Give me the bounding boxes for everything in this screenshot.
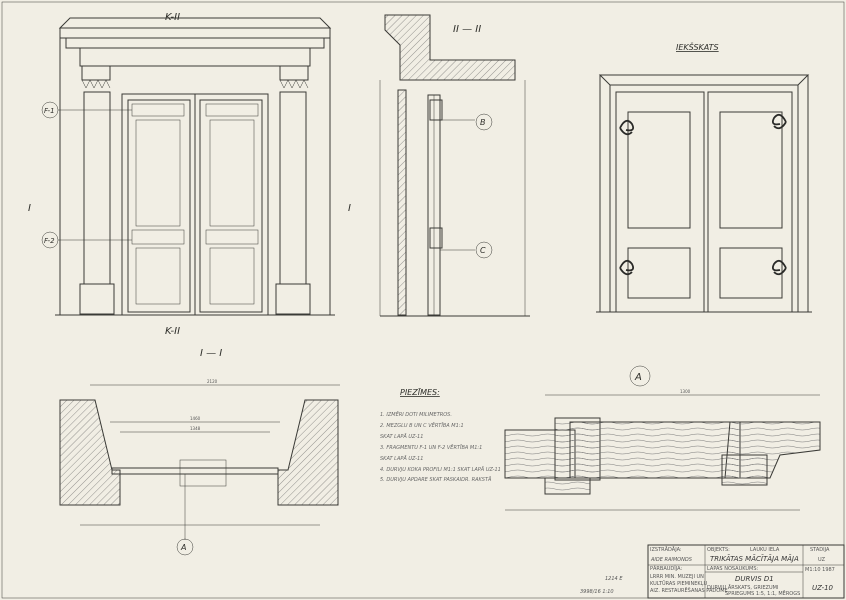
note-item: 1. IZMĒRI DOTI MILIMETROS. <box>380 411 452 418</box>
object-name: TRIKĀTAS MĀCĪTĀJA MĀJA <box>710 554 799 563</box>
sheet-name-label: LAPAS NOSAUKUMS: <box>707 566 759 572</box>
detail-marker: A <box>634 372 642 383</box>
date: M1:10 1987 <box>805 567 835 573</box>
cut-label-bottom: K-II <box>165 326 180 337</box>
dim-detail: 1300 <box>680 389 691 394</box>
dim-mid: 1348 <box>190 426 201 431</box>
sheet-desc2: SPRIEGUMS 1:5, 1:1, MĒROGS <box>725 590 800 597</box>
sheet-desc: DURVJU ĀRSKATS, GRIEZUMI <box>707 584 778 591</box>
dim-overall: 2120 <box>207 379 218 384</box>
note-item: 2. MEZGLU B UN C VĒRTĪBA M1:1 <box>380 422 464 429</box>
node-b-label: B <box>480 118 486 127</box>
dim-inner: 1460 <box>190 416 201 421</box>
checked-label: PĀRBAUDĪJA: <box>650 565 682 572</box>
note-item: 5. DURVJU APDARE SKAT PASKAIDR. RAKSTĀ <box>380 476 492 483</box>
object-label: OBJEKTS: <box>707 547 730 553</box>
sheet-name: DURVIS D1 <box>735 575 774 583</box>
archive-stamp-1: 1214 E <box>605 576 623 582</box>
node-c-label: C <box>480 246 486 255</box>
fragment-f1-label: F-1 <box>44 107 55 115</box>
checked-line: LRRR MIN. MUZEJI UN <box>650 574 704 580</box>
note-item: 4. DURVJU KOKA PROFILI M1:1 SKAT LAPĀ UZ… <box>380 466 501 473</box>
title-block: IZSTRĀDĀJA: AIDE RAIMONDS PĀRBAUDĪJA: LR… <box>580 544 845 599</box>
object-place: LAUKU IELA <box>750 547 780 553</box>
cut-label-left: I <box>28 203 31 214</box>
note-item: SKAT LAPĀ UZ-11 <box>380 455 423 462</box>
section-ii: II — II B C I <box>348 14 530 317</box>
note-item: SKAT LAPĀ UZ-11 <box>380 433 423 440</box>
detail-a: A 1300 <box>504 365 821 511</box>
plan-i: I — I 2120 1460 1348 A <box>59 348 340 556</box>
plan-title: I — I <box>200 348 222 359</box>
notes: PIEZĪMES: 1. IZMĒRI DOTI MILIMETROS. 2. … <box>380 387 501 483</box>
stage-label: STADIJA <box>810 547 830 553</box>
checked-line: AIZ. RESTAURĒŠANAS PADOME <box>650 587 728 594</box>
sheet-number: UZ-10 <box>812 584 834 592</box>
checked-line: KULTŪRAS PIEMINEKĻU <box>650 580 707 587</box>
author: AIDE RAIMONDS <box>650 557 693 563</box>
author-label: IZSTRĀDĀJA: <box>650 546 682 553</box>
fragment-f2-label: F-2 <box>44 237 55 245</box>
archive-stamp-2: 3998/16 1:10 <box>580 589 614 595</box>
note-item: 3. FRAGMENTU F-1 UN F-2 VĒRTĪBA M1:1 <box>380 444 482 451</box>
interior-title: IEKŠSKATS <box>676 41 719 52</box>
front-elevation: K-II F-1 F-2 I K-II <box>28 12 335 337</box>
hinge-icon <box>619 113 787 276</box>
section-cut-label: I <box>348 203 351 214</box>
notes-title: PIEZĪMES: <box>400 387 440 397</box>
interior-view: IEKŠSKATS <box>596 41 812 313</box>
plan-detail-marker: A <box>180 543 186 552</box>
stage: UZ <box>818 557 826 563</box>
section-title: II — II <box>453 24 481 35</box>
